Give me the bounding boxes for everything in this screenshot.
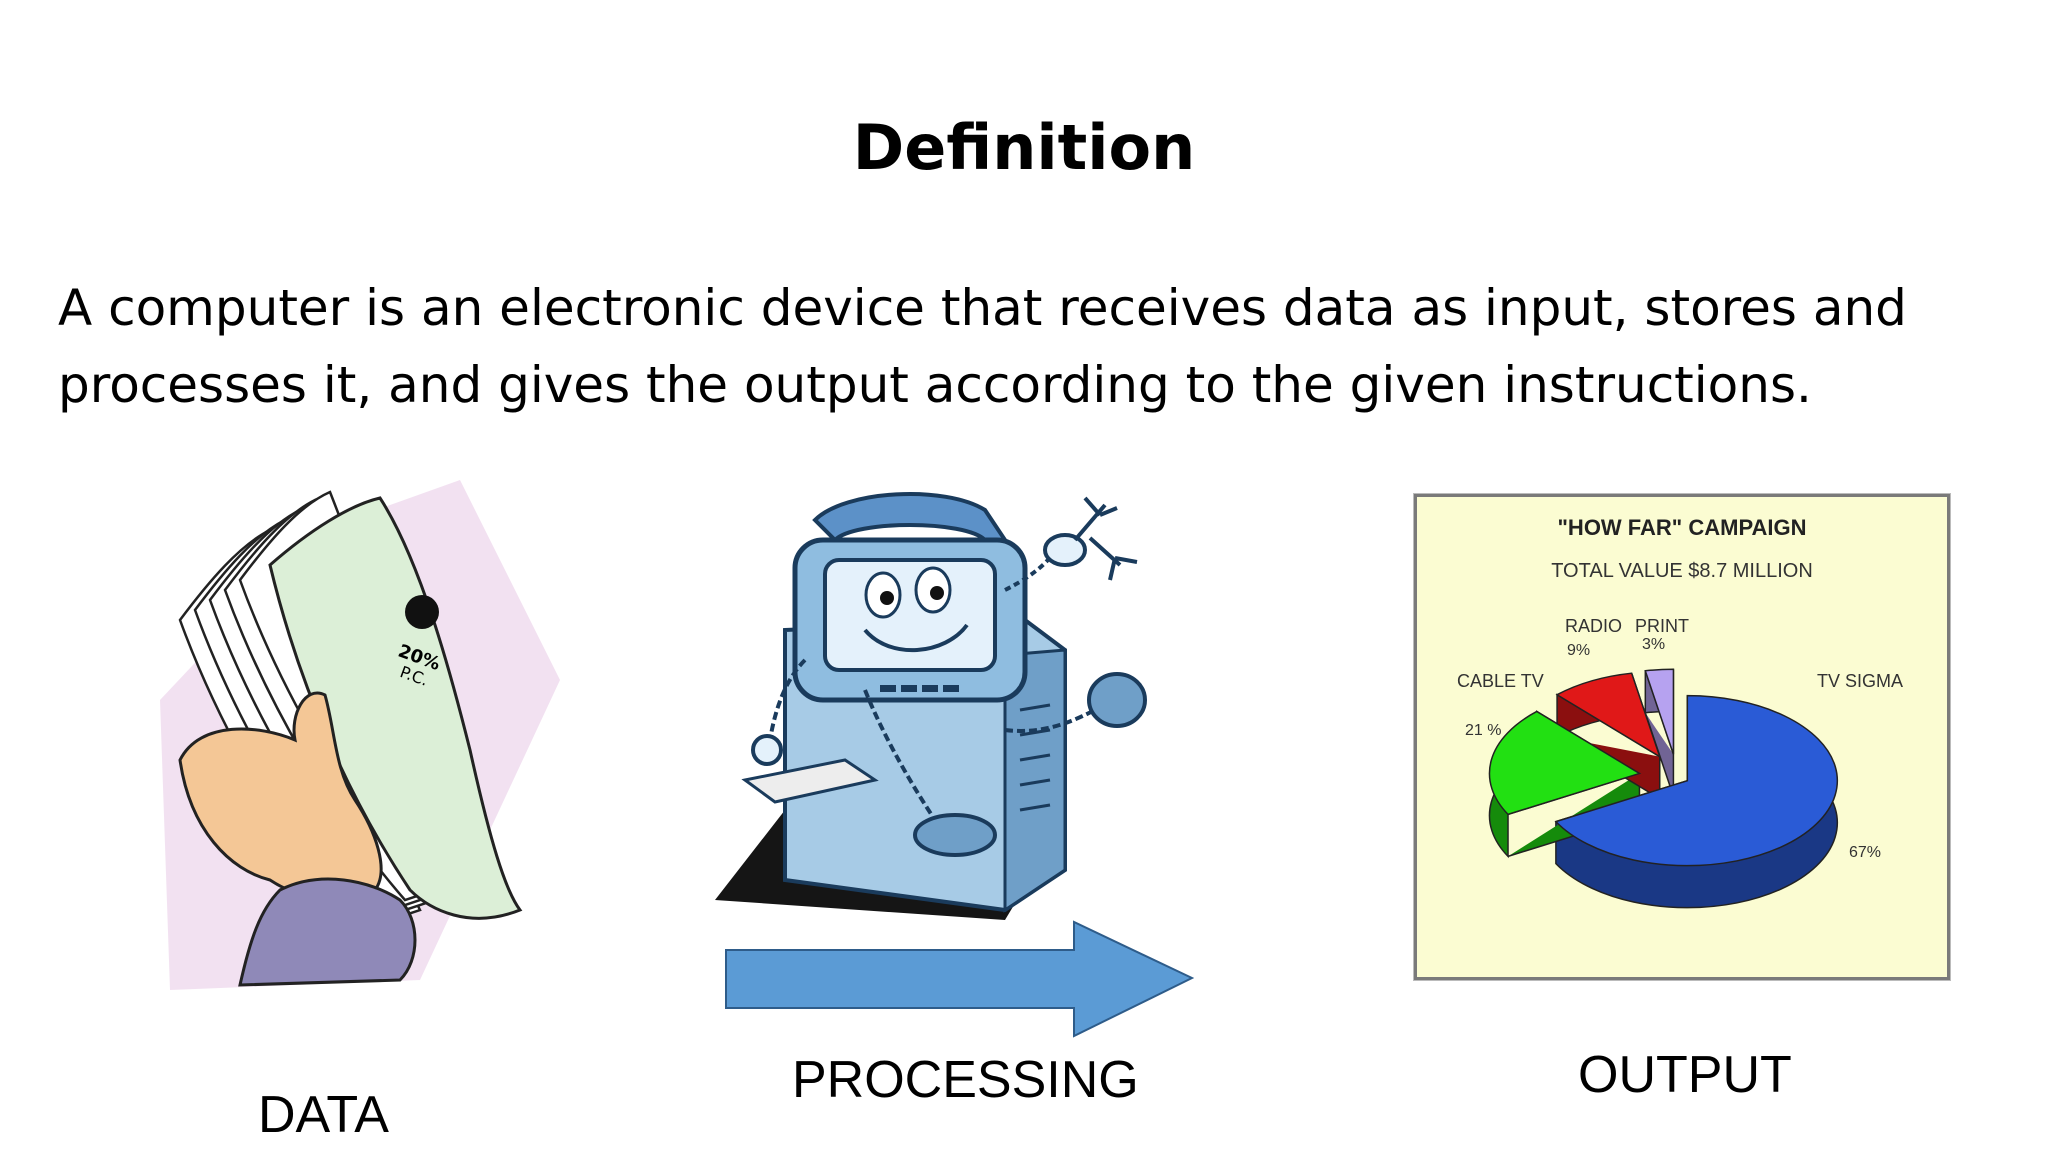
pie-slice-cable-tv: [1488, 710, 1642, 816]
pie-slices: [1488, 668, 1839, 909]
output-chart-panel: "HOW FAR" CAMPAIGN TOTAL VALUE $8.7 MILL…: [1414, 494, 1950, 980]
definition-line-1: A computer is an electronic device that …: [58, 279, 1907, 337]
slice-label-radio: RADIO: [1565, 616, 1622, 636]
front-paper: [268, 496, 523, 920]
robot-leg: [751, 658, 1147, 857]
slice-label-cable-tv: CABLE TV: [1457, 671, 1544, 691]
processing-arrow: [725, 920, 1194, 1038]
data-label: DATA: [258, 1086, 389, 1144]
slice-label-print: PRINT: [1635, 616, 1689, 636]
chart-subtitle: TOTAL VALUE $8.7 MILLION: [1551, 560, 1813, 582]
disc-tray: [741, 758, 879, 804]
hand: [178, 691, 383, 903]
definition-text: A computer is an electronic device that …: [58, 270, 2018, 424]
robot-arm-and-wrench: [1004, 496, 1138, 592]
slice-value-cable-tv: 21 %: [1465, 722, 1501, 739]
slice-value-print: 3%: [1642, 636, 1665, 653]
stamp-circle: [405, 595, 439, 629]
papers-in-hand-illustration: 20% P.C.: [160, 480, 560, 990]
output-label: OUTPUT: [1578, 1046, 1792, 1104]
chart-title: "HOW FAR" CAMPAIGN: [1558, 515, 1807, 540]
slide-title: Definition: [852, 111, 1196, 184]
slice-label-tv-sigma: TV SIGMA: [1817, 671, 1903, 691]
slice-value-tv-sigma: 67%: [1849, 844, 1881, 861]
sleeve: [238, 877, 417, 987]
processing-label: PROCESSING: [792, 1051, 1139, 1109]
computer-robot-illustration: [715, 491, 1147, 920]
pie-slice-radio: [1555, 672, 1662, 759]
pie-chart: "HOW FAR" CAMPAIGN TOTAL VALUE $8.7 MILL…: [1457, 515, 1903, 909]
definition-line-2: processes it, and gives the output accor…: [58, 356, 1812, 414]
pie-slice-print: [1644, 668, 1675, 755]
slice-value-radio: 9%: [1567, 642, 1590, 659]
robot-head: [792, 491, 1028, 703]
pie-slice-tv-sigma: [1554, 694, 1839, 867]
